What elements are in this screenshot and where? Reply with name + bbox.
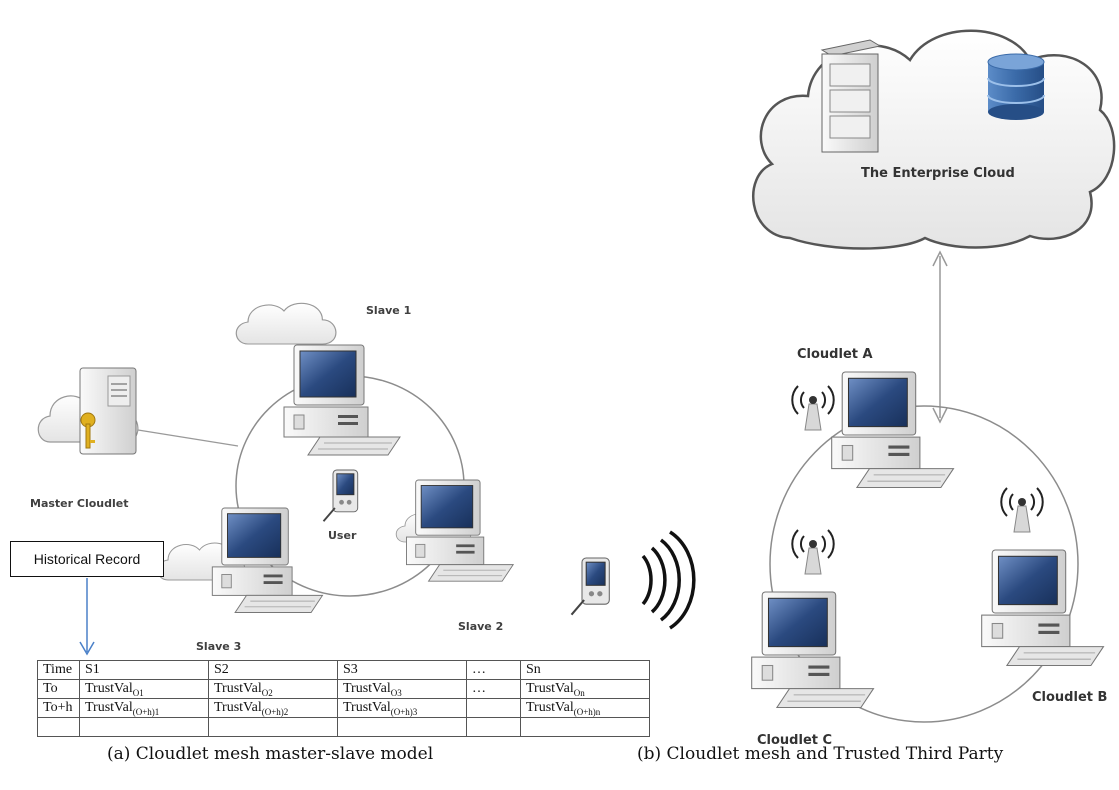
table-cell: To <box>37 679 80 699</box>
label-slave-3: Slave 3 <box>196 640 242 653</box>
table-cell: TrustValOn <box>520 679 650 699</box>
slave1-computer <box>283 344 401 456</box>
label-enterprise-cloud: The Enterprise Cloud <box>861 166 1015 181</box>
wireless-signal-icon <box>641 530 696 630</box>
antenna-icon-c <box>791 529 835 575</box>
database-icon <box>987 53 1045 120</box>
historical-record-box: Historical Record <box>10 541 164 577</box>
cloudlet-ring <box>769 405 1079 723</box>
antenna-icon-a <box>791 385 835 431</box>
wireless-device <box>570 556 611 616</box>
slave2-computer <box>406 479 514 582</box>
cloudlet-b-computer <box>981 549 1105 667</box>
table-cell <box>466 717 521 737</box>
label-cloudlet-b: Cloudlet B <box>1032 690 1108 705</box>
table-row <box>37 717 650 737</box>
enterprise-cloud <box>752 29 1116 250</box>
table-cell <box>37 717 80 737</box>
caption-a: (a) Cloudlet mesh master-slave model <box>107 744 434 764</box>
server-icon <box>820 39 882 153</box>
panel-b <box>751 29 1116 723</box>
table-cell: To+h <box>37 698 80 718</box>
antenna-icon-b <box>1000 487 1044 533</box>
table-cell <box>337 717 467 737</box>
label-cloudlet-c: Cloudlet C <box>757 733 833 748</box>
table-cell: TrustVal(O+h)1 <box>79 698 209 718</box>
panel-a <box>37 302 696 656</box>
table-cell <box>466 698 521 718</box>
table-cell: TrustVal(O+h)3 <box>337 698 467 718</box>
table-cell: TrustValO1 <box>79 679 209 699</box>
slave1-cloud <box>235 302 337 345</box>
label-slave-1: Slave 1 <box>366 304 412 317</box>
slave3-computer <box>211 507 323 613</box>
master-link <box>137 429 239 447</box>
table-header-cell: Time <box>37 660 80 680</box>
master-cloudlet <box>37 367 139 455</box>
user-device <box>322 469 359 523</box>
table-cell <box>208 717 338 737</box>
table-cell <box>520 717 650 737</box>
table-cell: TrustVal(O+h)n <box>520 698 650 718</box>
label-slave-2: Slave 2 <box>458 620 504 633</box>
table-header-cell: S1 <box>79 660 209 680</box>
label-user: User <box>328 529 357 542</box>
caption-b: (b) Cloudlet mesh and Trusted Third Part… <box>637 744 1004 764</box>
table-header-cell: S2 <box>208 660 338 680</box>
label-master-cloudlet: Master Cloudlet <box>30 497 129 510</box>
table-header-cell: Sn <box>520 660 650 680</box>
table-cell: TrustValO2 <box>208 679 338 699</box>
table-header-cell: S3 <box>337 660 467 680</box>
cloudlet-a-computer <box>831 371 955 489</box>
table-cell: … <box>466 679 521 699</box>
table-cell <box>79 717 209 737</box>
label-cloudlet-a: Cloudlet A <box>797 347 873 362</box>
table-cell: TrustVal(O+h)2 <box>208 698 338 718</box>
cloudlet-c-computer <box>751 591 875 709</box>
table-header-cell: … <box>466 660 521 680</box>
table-cell: TrustValO3 <box>337 679 467 699</box>
